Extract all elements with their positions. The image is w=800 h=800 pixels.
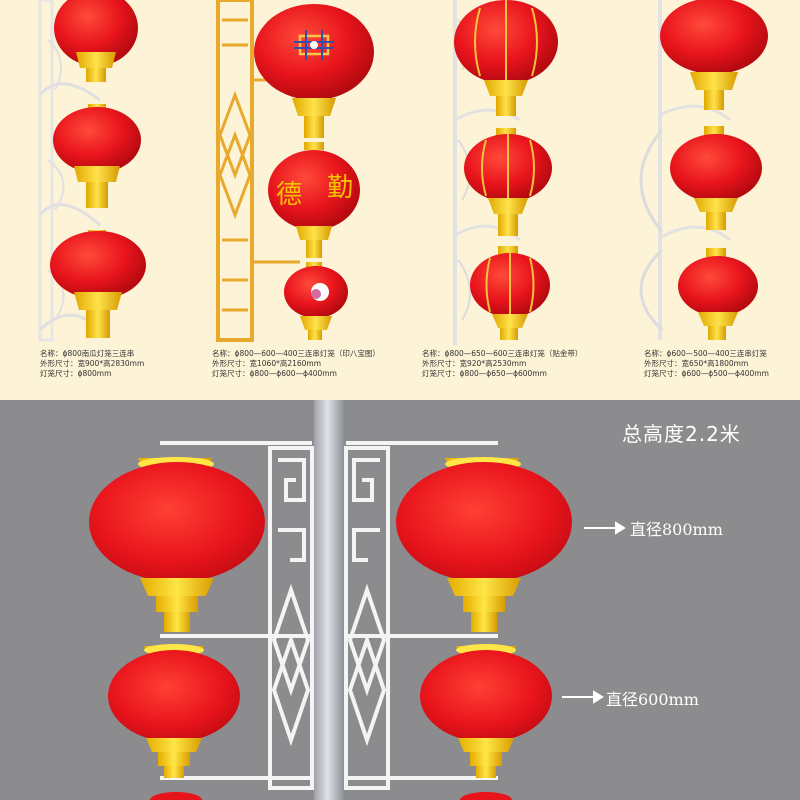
product-1-caption: 名称：ϕ800南瓜灯笼三连串 外形尺寸：宽900*高2830mm 灯笼尺寸：ϕ8… <box>40 349 144 379</box>
lantern-char-left: 德 <box>276 180 302 210</box>
right-bracket-frame <box>344 441 498 790</box>
left-bracket-frame <box>160 441 314 790</box>
catalog-illustration: 德 勤 <box>38 0 768 345</box>
product-4-lantern-set <box>639 0 768 340</box>
product-3-lantern-size: 灯笼尺寸：ϕ800—ϕ650—ϕ600mm <box>422 369 547 378</box>
product-4-size: 外形尺寸：宽650*高1800mm <box>644 359 749 368</box>
product-3-lantern-set <box>453 0 558 345</box>
product-2-name: 名称：ϕ800—600—400三连串灯笼（印八宝图） <box>212 349 380 358</box>
product-4-lantern-size: 灯笼尺寸：ϕ600—ϕ500—ϕ400mm <box>644 369 769 378</box>
right-lantern-800 <box>396 457 572 632</box>
product-2-caption: 名称：ϕ800—600—400三连串灯笼（印八宝图） 外形尺寸：宽1060*高2… <box>212 349 380 379</box>
product-1-lantern-size: 灯笼尺寸：ϕ800mm <box>40 369 112 378</box>
product-3-caption: 名称：ϕ800—650—600三连串灯笼（贴金带） 外形尺寸：宽920*高253… <box>422 349 582 379</box>
product-1-lantern-set <box>38 0 146 342</box>
arrow-lower-icon <box>562 690 604 704</box>
eight-treasures-emblem <box>294 30 334 60</box>
installation-illustration <box>89 400 626 800</box>
total-height-label: 总高度2.2米 <box>622 422 741 446</box>
product-3-name: 名称：ϕ800—650—600三连串灯笼（贴金带） <box>422 349 583 358</box>
street-pole <box>314 400 344 800</box>
lantern-char-right: 勤 <box>327 173 353 203</box>
arrow-upper-icon <box>584 521 626 535</box>
product-2-lantern-size: 灯笼尺寸：ϕ800—ϕ600—ϕ400mm <box>212 369 337 378</box>
left-lantern-800 <box>89 457 265 632</box>
product-catalog-panel: 德 勤 <box>0 0 800 400</box>
diameter-800-label: 直径800mm <box>630 520 723 539</box>
right-lantern-600 <box>420 644 552 778</box>
product-4-name: 名称：ϕ600—500—400三连串灯笼 <box>644 349 767 358</box>
diameter-600-label: 直径600mm <box>606 690 699 709</box>
product-4-caption: 名称：ϕ600—500—400三连串灯笼 外形尺寸：宽650*高1800mm 灯… <box>644 349 769 379</box>
product-2-size: 外形尺寸：宽1060*高2160mm <box>212 359 322 368</box>
product-1-name: 名称：ϕ800南瓜灯笼三连串 <box>40 349 135 358</box>
left-lantern-600 <box>108 644 240 778</box>
product-3-size: 外形尺寸：宽920*高2530mm <box>422 359 527 368</box>
product-1-size: 外形尺寸：宽900*高2830mm <box>40 359 145 368</box>
product-2-lantern-set: 德 勤 <box>216 0 374 342</box>
installation-render-panel: 直径800mm 直径600mm <box>0 400 800 800</box>
